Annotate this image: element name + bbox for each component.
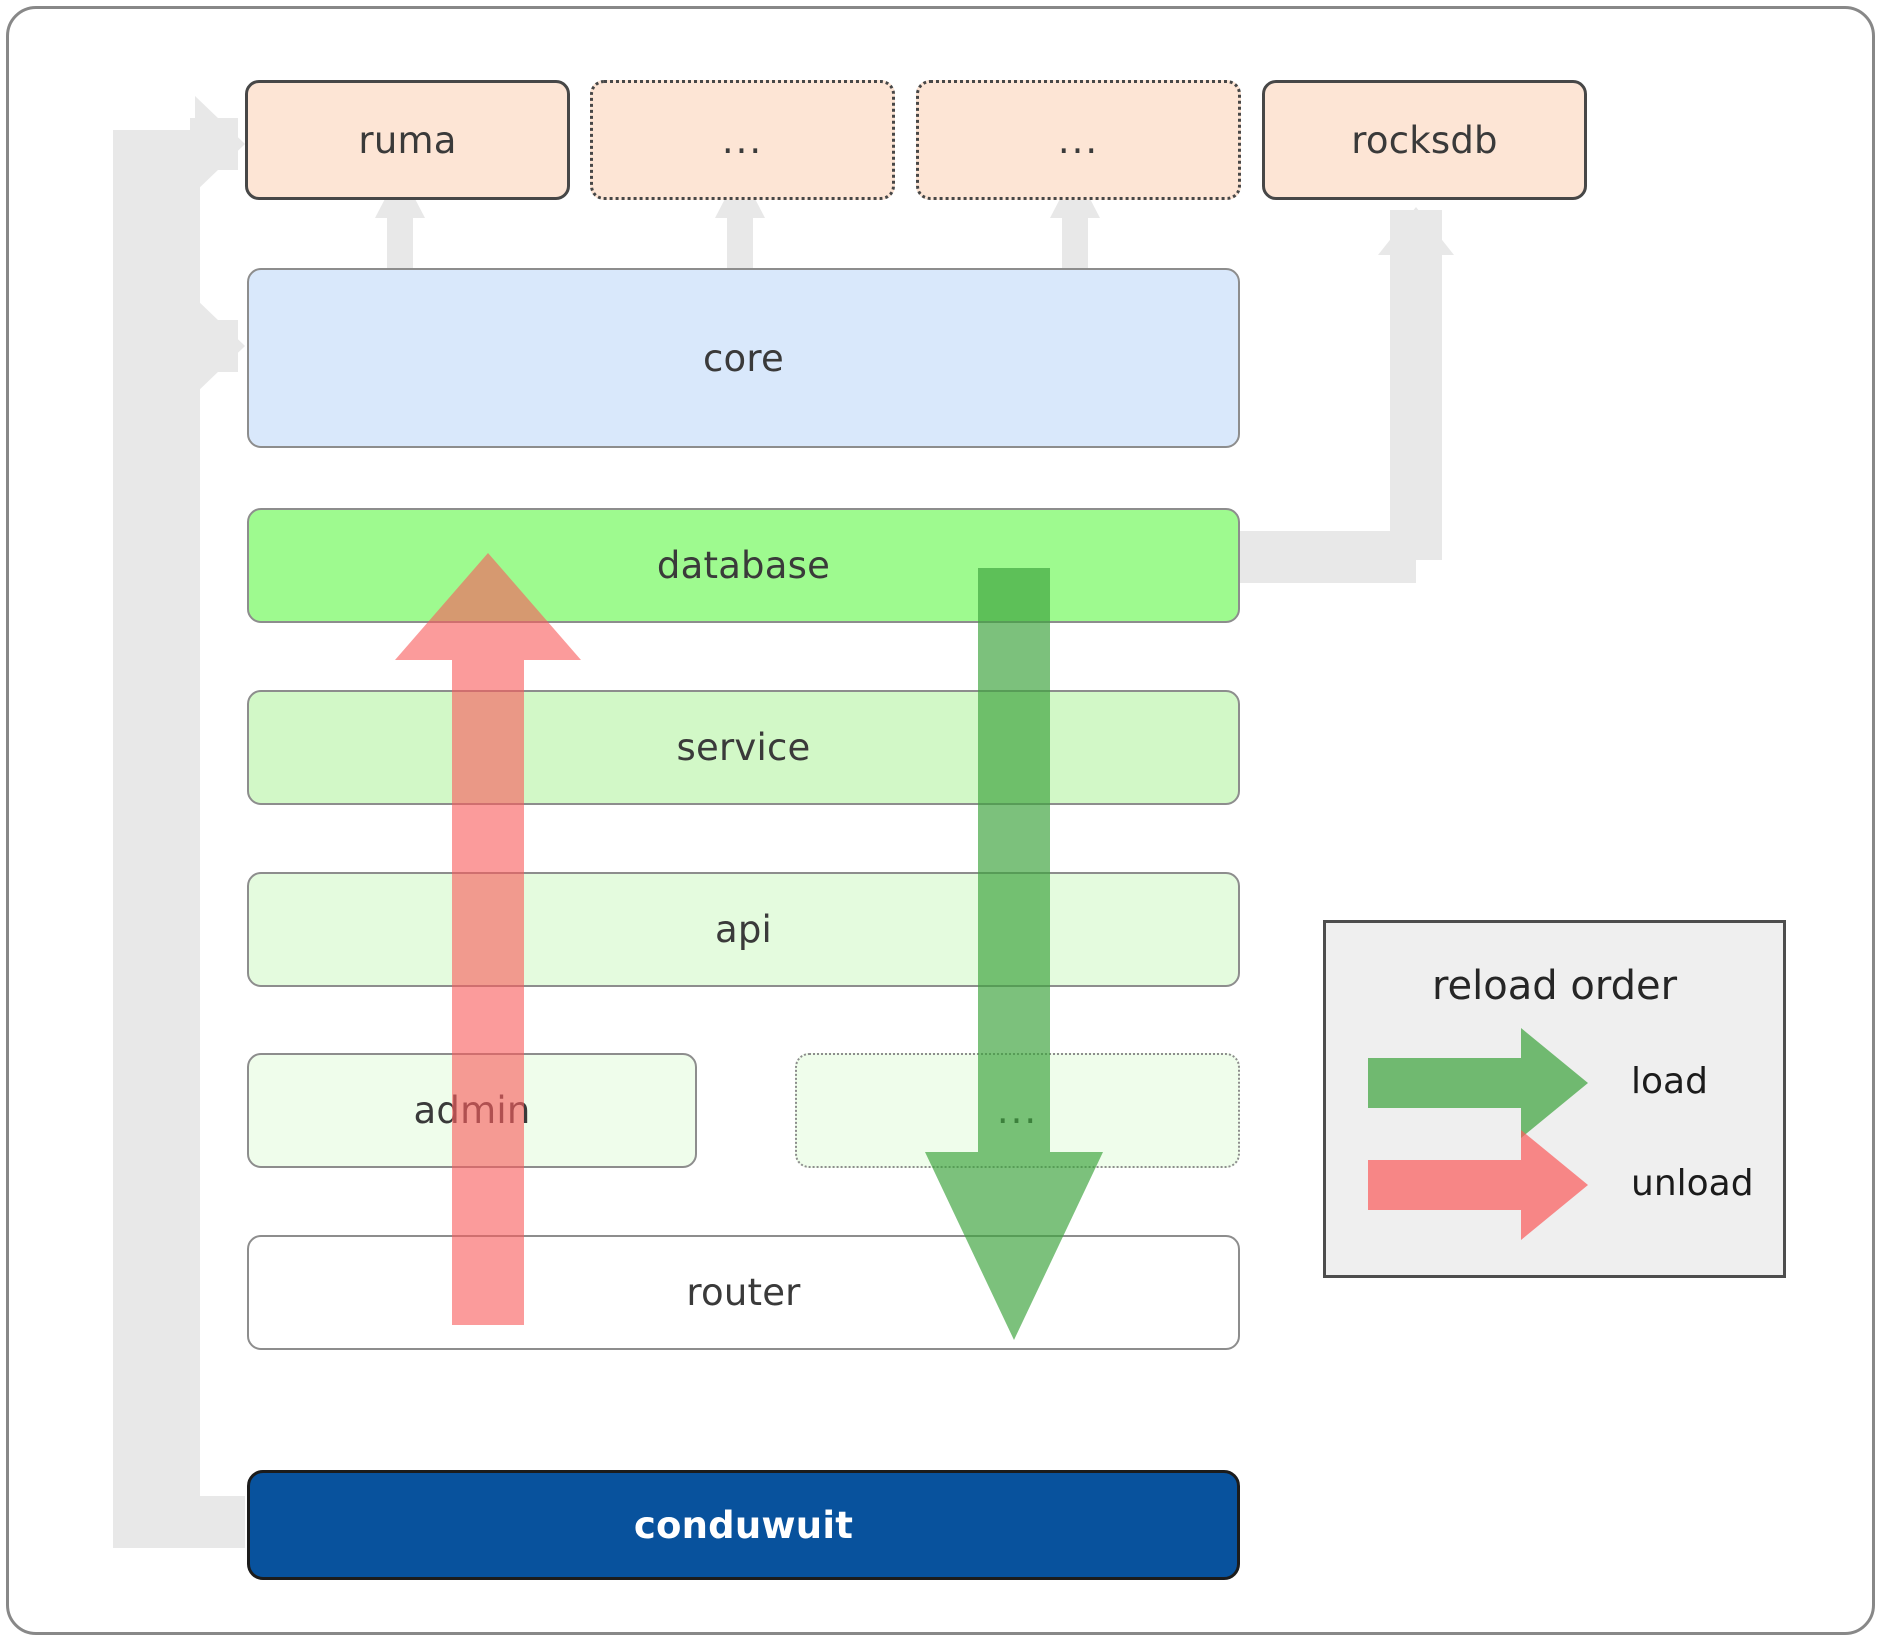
node-label: database bbox=[656, 544, 831, 587]
node-api[interactable]: api bbox=[247, 872, 1240, 987]
node-label: conduwuit bbox=[633, 1503, 854, 1547]
node-label: service bbox=[676, 726, 811, 769]
node-label: ... bbox=[1057, 118, 1100, 162]
unload-arrow bbox=[395, 553, 581, 1325]
node-service[interactable]: service bbox=[247, 690, 1240, 805]
node-top-ellipsis-1[interactable]: ... bbox=[590, 80, 895, 200]
node-top-ellipsis-2[interactable]: ... bbox=[916, 80, 1241, 200]
load-arrow bbox=[925, 568, 1103, 1340]
legend-arrow-icons bbox=[1368, 1028, 1588, 1240]
node-label: ... bbox=[721, 118, 764, 162]
legend-label-load: load bbox=[1631, 1061, 1708, 1102]
node-label: rocksdb bbox=[1351, 118, 1498, 162]
node-database[interactable]: database bbox=[247, 508, 1240, 623]
legend-panel: reload order load unload bbox=[1323, 920, 1786, 1278]
node-conduwuit[interactable]: conduwuit bbox=[247, 1470, 1240, 1580]
node-core[interactable]: core bbox=[247, 268, 1240, 448]
legend-label-unload: unload bbox=[1631, 1163, 1754, 1204]
node-label: core bbox=[703, 336, 784, 380]
load-arrow-icon bbox=[1368, 1028, 1588, 1138]
legend-title: reload order bbox=[1431, 963, 1678, 1009]
node-rocksdb[interactable]: rocksdb bbox=[1262, 80, 1587, 200]
node-label: ruma bbox=[358, 118, 457, 162]
node-label: api bbox=[714, 908, 773, 951]
node-ruma[interactable]: ruma bbox=[245, 80, 570, 200]
node-router[interactable]: router bbox=[247, 1235, 1240, 1350]
unload-arrow-icon bbox=[1368, 1130, 1588, 1240]
node-label: router bbox=[686, 1271, 801, 1314]
